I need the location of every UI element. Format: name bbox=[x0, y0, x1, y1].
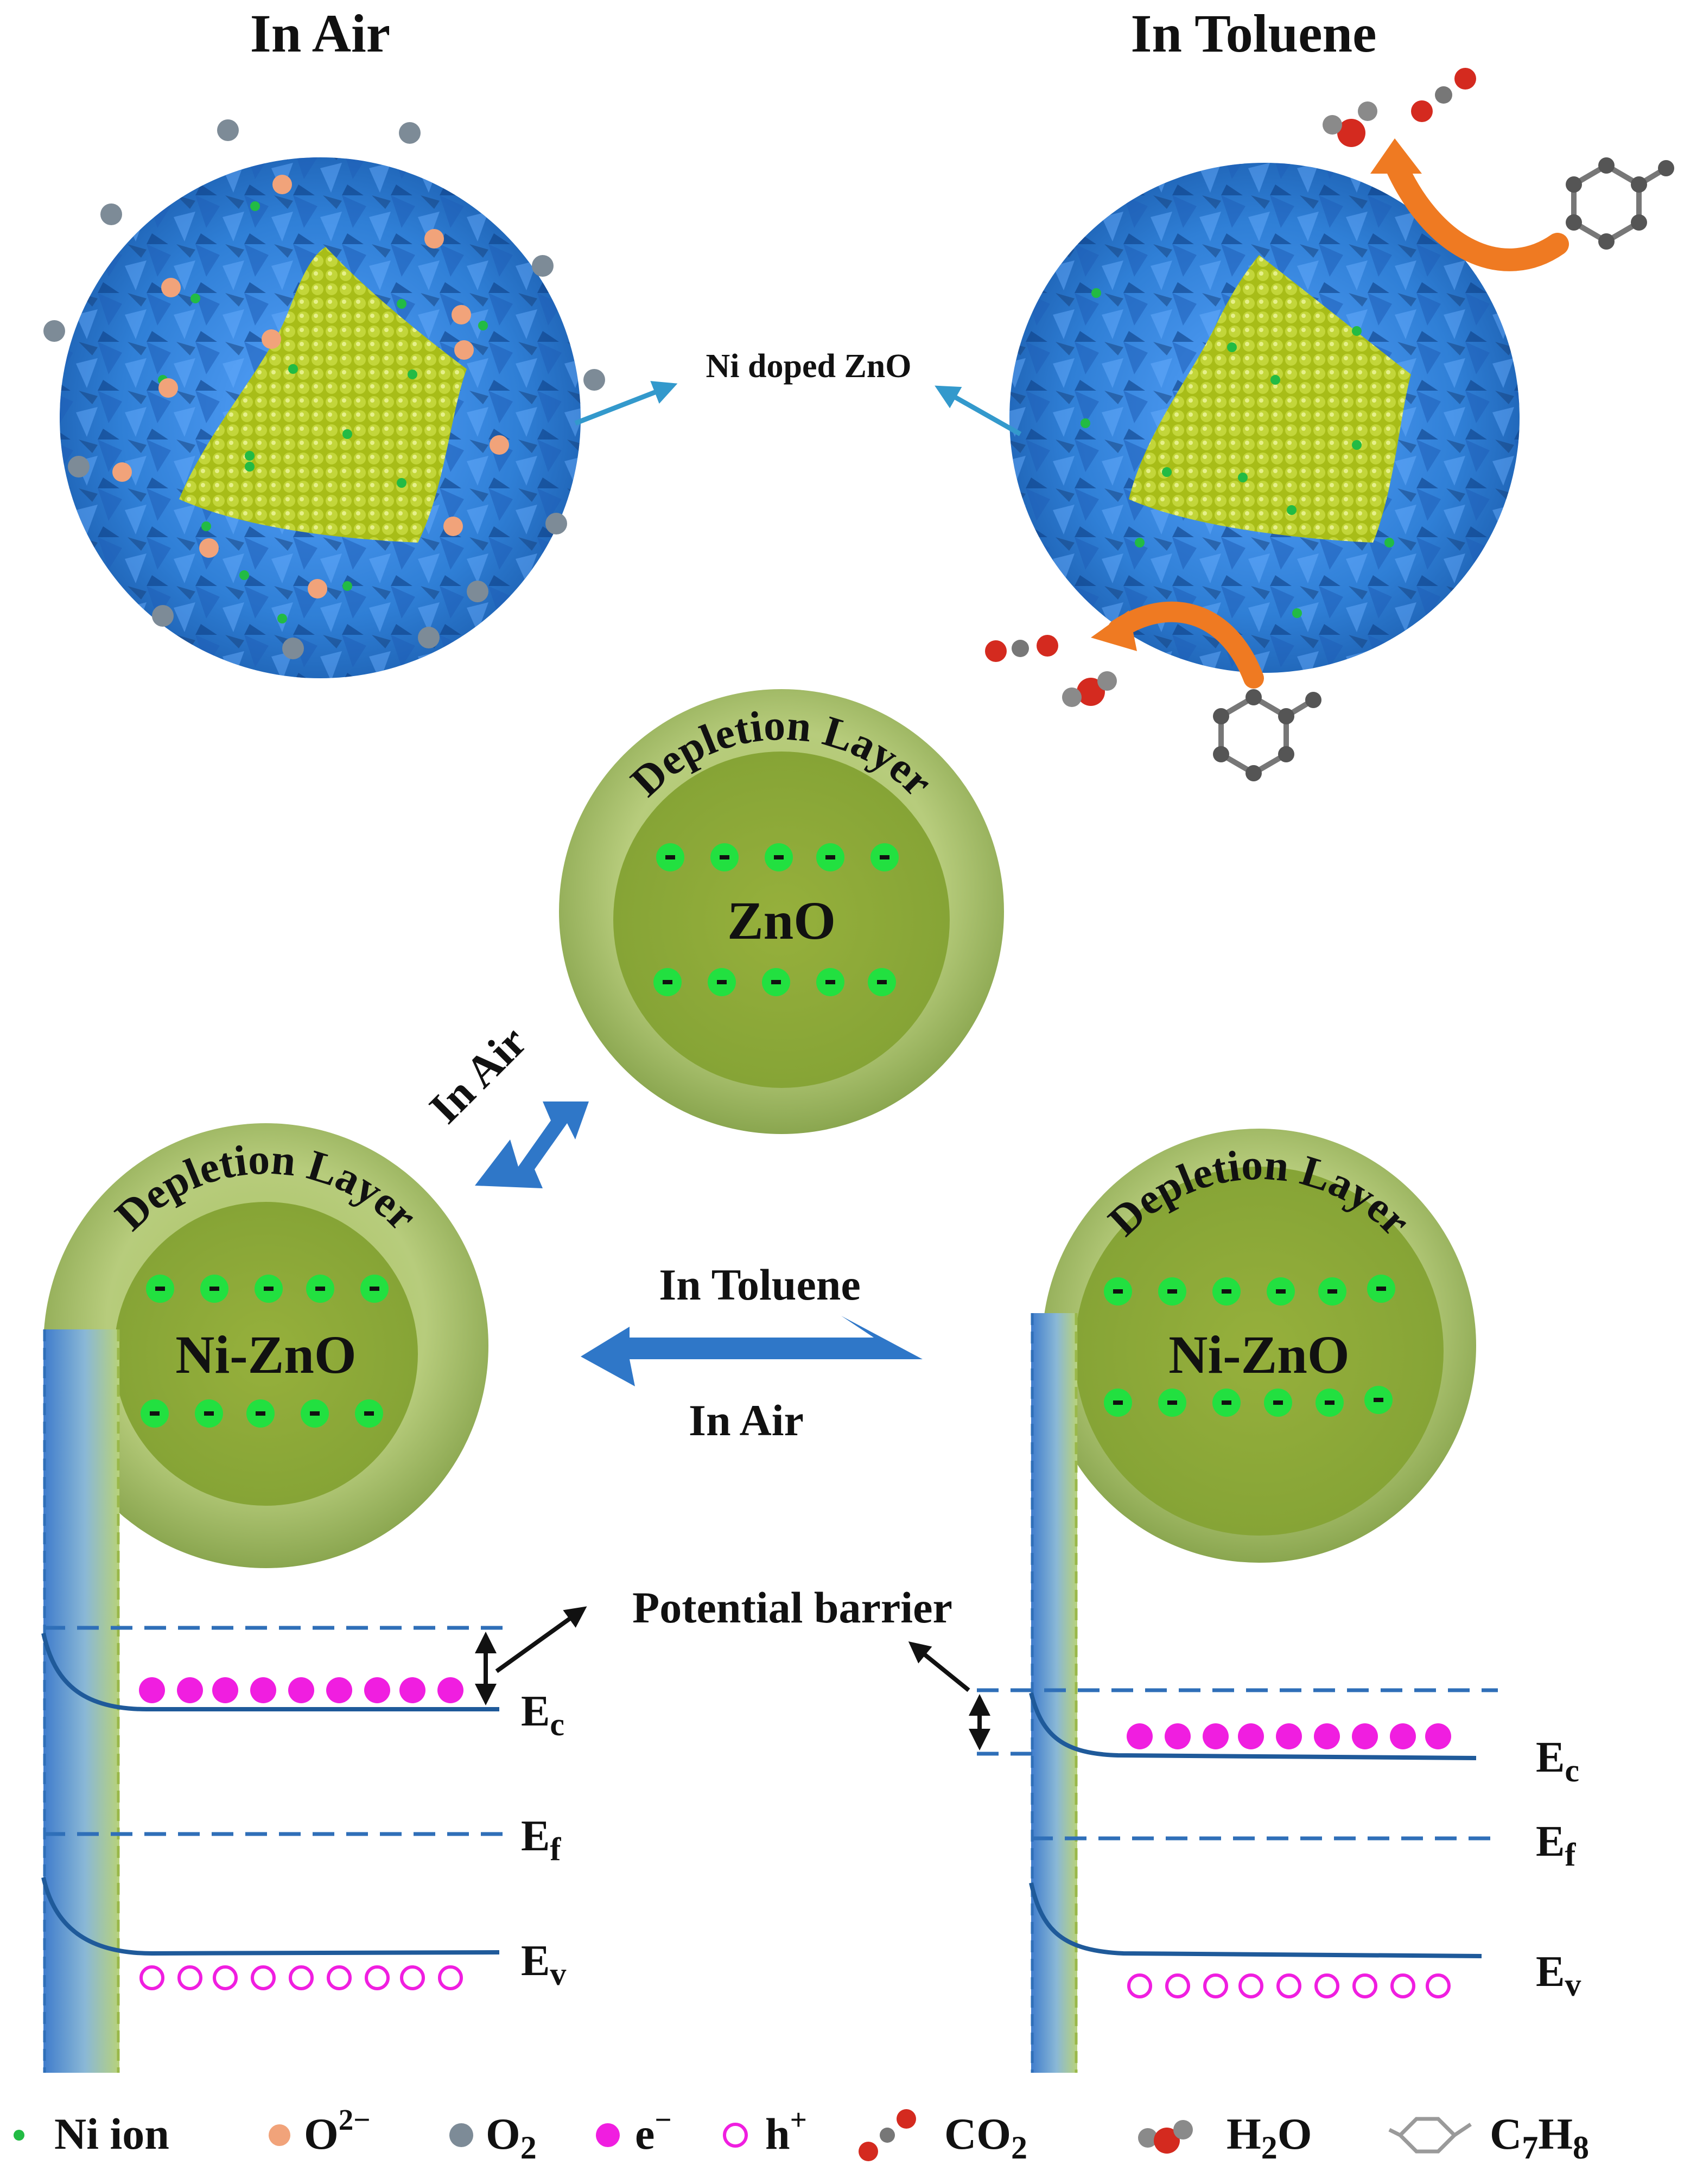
nanoparticle-in-air bbox=[43, 119, 605, 678]
barrier-pointer-right bbox=[908, 1641, 970, 1692]
ni-zno-label-right: Ni-ZnO bbox=[1168, 1325, 1349, 1385]
legend-item-o2: O2 bbox=[449, 2109, 537, 2166]
ev-label-right: Ev bbox=[1536, 1948, 1581, 2003]
electron-row-left-top bbox=[146, 1275, 389, 1303]
ni-ion-icon bbox=[14, 2130, 24, 2141]
reaction-arrow-lower bbox=[1091, 601, 1264, 689]
h2o-molecule-top bbox=[1323, 101, 1377, 147]
diagonal-double-arrow bbox=[475, 1101, 589, 1188]
zno-depletion-particle: Depletion Layer ZnO bbox=[559, 689, 1004, 1134]
pointer-arrow-right bbox=[935, 385, 1022, 436]
barrier-pointer-left bbox=[495, 1606, 587, 1673]
pointer-arrow-left bbox=[574, 381, 678, 426]
o2-minus-icon bbox=[269, 2124, 290, 2146]
ni-zno-label-left: Ni-ZnO bbox=[175, 1325, 356, 1385]
legend-item-ni-ion: Ni ion bbox=[14, 2109, 169, 2158]
legend-c7h8-label: C7H8 bbox=[1490, 2109, 1589, 2166]
toluene-molecule-top bbox=[1566, 157, 1674, 250]
ni-ion-dots-right bbox=[1081, 288, 1394, 618]
title-in-air: In Air bbox=[250, 3, 390, 63]
o2-molecules-left bbox=[43, 119, 605, 659]
ec-label-right: Ec bbox=[1536, 1734, 1579, 1788]
electrons-left bbox=[139, 1677, 463, 1703]
nanoparticle-in-toluene bbox=[1009, 163, 1520, 673]
electron-row-bottom bbox=[653, 968, 896, 996]
legend-electron-label: e− bbox=[635, 2103, 672, 2158]
legend-item-c7h8: C7H8 bbox=[1388, 2109, 1589, 2166]
diagonal-in-air-label: In Air bbox=[420, 1016, 536, 1132]
holes-right bbox=[1127, 1973, 1451, 1998]
legend-h2o-label: H2O bbox=[1227, 2109, 1312, 2166]
electron-row-left-bottom bbox=[141, 1399, 383, 1428]
ec-curve-right bbox=[1029, 1692, 1477, 1760]
ef-label-left: Ef bbox=[521, 1812, 561, 1867]
ev-curve-right bbox=[1029, 1882, 1482, 1958]
legend-item-h2o: H2O bbox=[1138, 2109, 1312, 2166]
electrons-right bbox=[1127, 1723, 1451, 1749]
title-in-toluene: In Toluene bbox=[1130, 3, 1376, 63]
ni-zno-particle-left: Depletion Layer Ni-ZnO bbox=[43, 1123, 488, 1568]
horizontal-in-air-label: In Air bbox=[689, 1396, 804, 1445]
electron-icon bbox=[596, 2123, 620, 2147]
electron-row-right-bottom bbox=[1104, 1386, 1393, 1417]
co2-molecule-top bbox=[1411, 68, 1476, 122]
hole-icon bbox=[723, 2123, 748, 2148]
ec-label-left: Ec bbox=[521, 1688, 564, 1742]
electron-row-right-top bbox=[1104, 1275, 1395, 1306]
h2o-icon bbox=[1138, 2120, 1193, 2154]
legend-co2-label: CO2 bbox=[944, 2109, 1027, 2166]
ef-label-right: Ef bbox=[1536, 1818, 1576, 1873]
legend: Ni ion O2− O2 e− h+ CO2 bbox=[14, 2103, 1589, 2166]
legend-item-electron: e− bbox=[596, 2103, 672, 2158]
legend-item-o2-minus: O2− bbox=[269, 2103, 371, 2158]
ni-doped-zno-label: Ni doped ZnO bbox=[706, 348, 911, 385]
ev-label-left: Ev bbox=[521, 1937, 566, 1992]
reaction-arrow-upper bbox=[1370, 138, 1569, 271]
holes-left bbox=[139, 1965, 463, 1990]
band-diagram-right: Ec Ef Ev bbox=[908, 1313, 1581, 2073]
legend-hole-label: h+ bbox=[765, 2103, 807, 2158]
toluene-molecule-bottom bbox=[1213, 689, 1321, 781]
zno-label: ZnO bbox=[727, 890, 836, 951]
potential-barrier-label: Potential barrier bbox=[632, 1583, 952, 1632]
legend-item-co2: CO2 bbox=[859, 2109, 1027, 2166]
horizontal-exchange-arrow bbox=[581, 1316, 923, 1386]
co2-molecule-bottom bbox=[985, 635, 1058, 662]
ev-curve-left bbox=[41, 1877, 500, 1956]
band-diagram-left: Ec Ef Ev bbox=[41, 1329, 587, 2073]
legend-ni-ion-label: Ni ion bbox=[54, 2109, 169, 2158]
zno-core-right bbox=[1129, 255, 1411, 543]
o2-minus-ions-left bbox=[112, 175, 509, 598]
legend-o2-label: O2 bbox=[486, 2109, 537, 2166]
toluene-icon bbox=[1388, 2117, 1472, 2154]
o2-icon bbox=[449, 2123, 473, 2147]
h2o-molecule-bottom bbox=[1062, 671, 1117, 707]
legend-item-hole: h+ bbox=[723, 2103, 807, 2158]
ni-zno-particle-right: Depletion Layer Ni-ZnO bbox=[1042, 1129, 1476, 1563]
electron-row-top bbox=[656, 843, 899, 871]
co2-icon bbox=[859, 2109, 916, 2161]
legend-o2-minus-label: O2− bbox=[304, 2103, 371, 2158]
horizontal-in-toluene-label: In Toluene bbox=[659, 1260, 860, 1309]
ec-curve-left bbox=[41, 1633, 499, 1711]
